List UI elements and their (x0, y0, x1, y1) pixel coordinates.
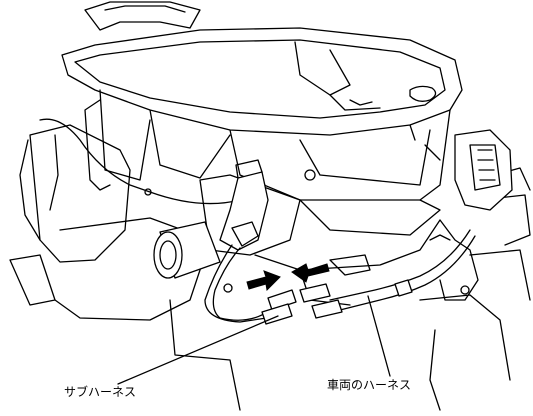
connection-arrows (246, 263, 330, 292)
vehicle-harness-connector-b (311, 299, 343, 319)
vehicle-harness-leader (367, 295, 391, 377)
vehicle-harness-wires (299, 229, 476, 319)
arrow-left (291, 263, 330, 283)
storage-tub (61, 27, 463, 201)
seat-hinge (84, 1, 201, 31)
frame-structure (9, 124, 531, 411)
exhaust-pipe (153, 221, 221, 279)
connector-boot (219, 159, 269, 251)
sub-harness-connector-a (267, 289, 297, 311)
vehicle-harness-label: 車両のハーネス (327, 378, 412, 392)
vehicle-harness-connector-a (299, 283, 331, 303)
side-wire (39, 118, 266, 205)
sub-harness-leader (117, 315, 279, 385)
sub-harness-label: サブハーネス (64, 385, 137, 399)
rear-shock (454, 129, 513, 211)
arrow-right (246, 270, 281, 292)
